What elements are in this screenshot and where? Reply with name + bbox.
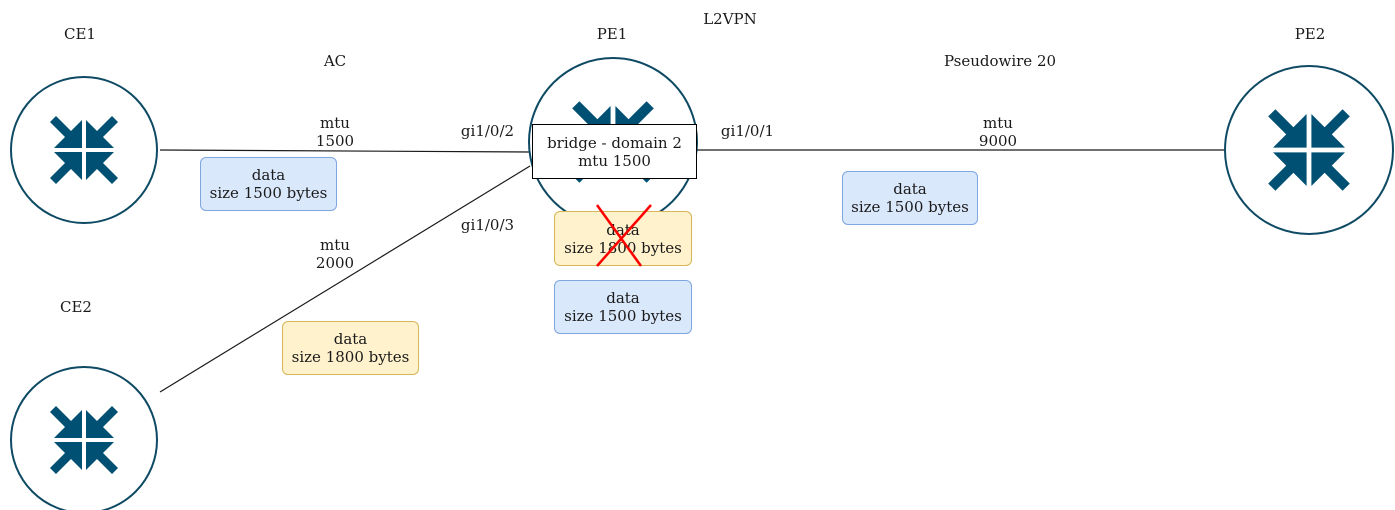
pe-link-mtu: mtu 9000: [978, 114, 1018, 150]
ce2-pe1-link: [159, 165, 531, 393]
ce2-data-packet: data size 1800 bytes: [282, 321, 419, 375]
ce1-router-icon: [10, 76, 158, 224]
interface-gi102: gi1/0/2: [460, 122, 515, 140]
title-label: L2VPN: [703, 10, 757, 28]
dropped-data-packet: data size 1800 bytes: [554, 211, 692, 266]
ce1-label: CE1: [64, 25, 96, 43]
ce1-data-packet: data size 1500 bytes: [200, 157, 337, 211]
pseudowire-data-packet: data size 1500 bytes: [842, 171, 978, 225]
ac-label: AC: [323, 52, 347, 70]
pe2-label: PE2: [1294, 25, 1326, 43]
pe2-router-icon: [1224, 65, 1394, 235]
interface-gi103: gi1/0/3: [460, 216, 515, 234]
pseudowire-label: Pseudowire 20: [943, 52, 1057, 70]
bridge-domain-box: bridge - domain 2 mtu 1500: [532, 124, 697, 179]
pe1-label: PE1: [596, 25, 628, 43]
pe1-data-packet: data size 1500 bytes: [554, 280, 692, 334]
interface-gi101: gi1/0/1: [720, 122, 775, 140]
ce2-router-icon: [10, 366, 158, 510]
ce2-link-mtu: mtu 2000: [315, 236, 355, 272]
ce1-pe1-link: [159, 149, 531, 153]
ce1-link-mtu: mtu 1500: [315, 114, 355, 150]
ce2-label: CE2: [60, 298, 92, 316]
